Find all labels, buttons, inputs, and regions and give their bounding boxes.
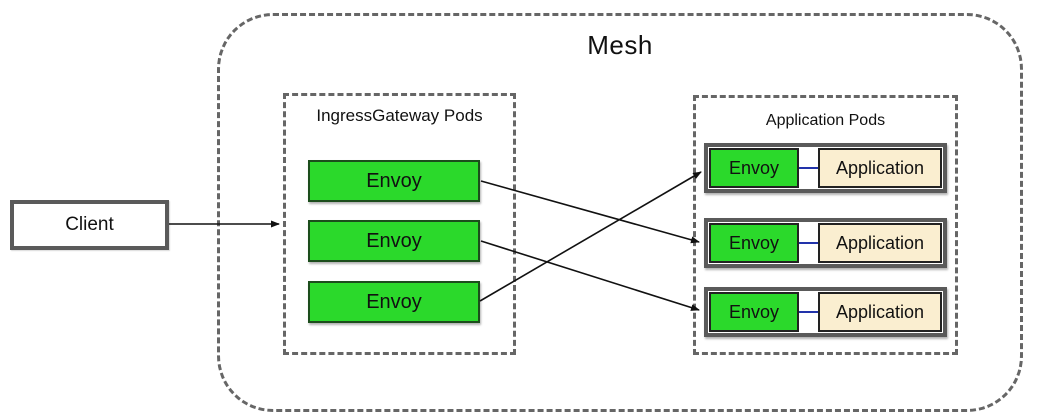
ingress-envoy-label-1: Envoy xyxy=(366,169,422,192)
pod-1-envoy-label: Envoy xyxy=(728,157,780,178)
ingress-gateway-group-label: IngressGateway Pods xyxy=(316,106,483,125)
pod-2-application-node: Application xyxy=(818,223,942,263)
ingress-envoy-node-2: Envoy xyxy=(308,220,480,262)
pod-3-application-label: Application xyxy=(835,301,925,322)
application-pods-group-label: Application Pods xyxy=(765,112,886,129)
pod-3-envoy-label: Envoy xyxy=(728,301,780,322)
pod-3-application-node: Application xyxy=(818,292,942,332)
pod-3-envoy-node: Envoy xyxy=(709,292,799,332)
ingress-envoy-label-3: Envoy xyxy=(366,290,422,313)
pod-2-connector xyxy=(799,223,818,263)
pod-2-envoy-node: Envoy xyxy=(709,223,799,263)
client-node: Client xyxy=(10,200,169,250)
ingress-gateway-group: IngressGateway Pods Envoy Envoy Envoy xyxy=(283,93,516,355)
pod-1-envoy-node: Envoy xyxy=(709,148,799,188)
ingress-envoy-label-2: Envoy xyxy=(366,229,422,252)
pod-2-application-label: Application xyxy=(835,232,925,253)
pod-1-application-label: Application xyxy=(835,157,925,178)
ingress-envoy-node-1: Envoy xyxy=(308,160,480,202)
mesh-boundary xyxy=(217,13,1023,412)
pod-3-connector xyxy=(799,292,818,332)
ingress-envoy-node-3: Envoy xyxy=(308,281,480,323)
application-pod-3: Envoy Application xyxy=(704,287,947,337)
pod-1-connector xyxy=(799,148,818,188)
client-label: Client xyxy=(65,214,114,235)
mesh-title: Mesh xyxy=(587,30,653,60)
application-pod-2: Envoy Application xyxy=(704,218,947,268)
application-pod-1: Envoy Application xyxy=(704,143,947,193)
application-pods-group: Application Pods Envoy Application Envoy… xyxy=(693,95,958,355)
pod-2-envoy-label: Envoy xyxy=(728,232,780,253)
pod-1-application-node: Application xyxy=(818,148,942,188)
